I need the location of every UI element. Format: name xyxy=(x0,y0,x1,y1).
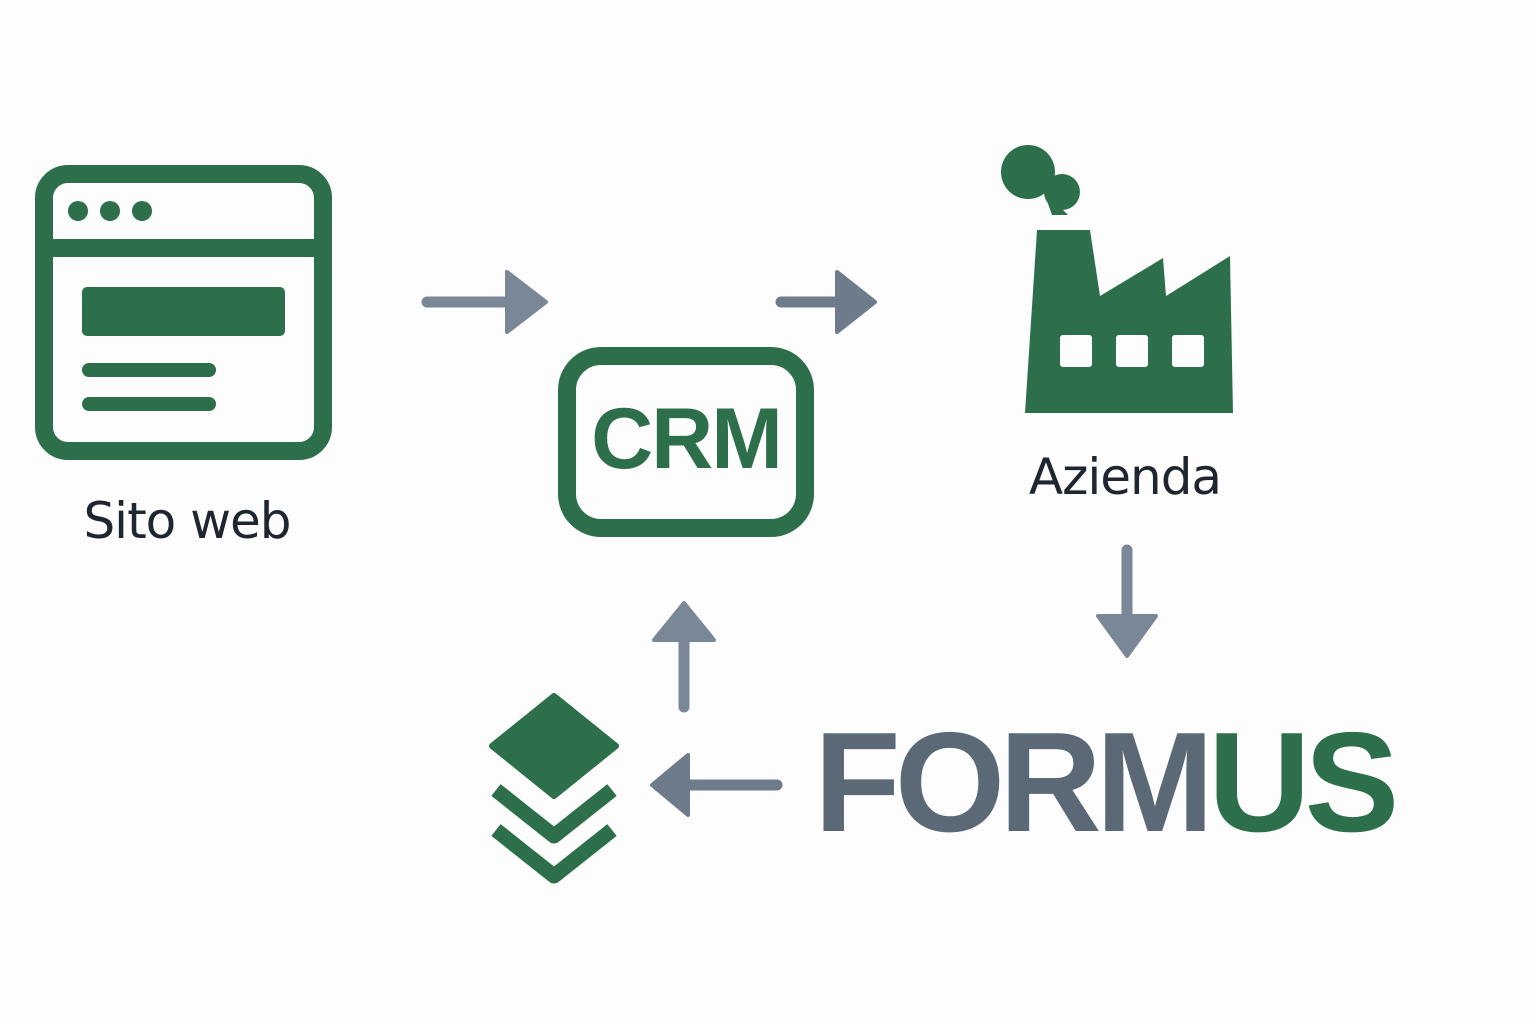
arrow-company-to-formus xyxy=(1096,544,1158,658)
layers-icon xyxy=(489,693,619,884)
factory-icon xyxy=(1001,145,1233,413)
arrow-formus-to-layers xyxy=(650,753,783,817)
formus-logo-part1: FORM xyxy=(814,703,1214,862)
crm-box-icon xyxy=(558,347,814,537)
crm-label: CRM xyxy=(591,391,783,487)
website-label: Sito web xyxy=(83,492,291,550)
arrow-layers-to-crm xyxy=(652,601,716,713)
smoke-icon xyxy=(1001,145,1080,215)
arrow-crm-to-company xyxy=(775,270,877,334)
company-label: Azienda xyxy=(1028,448,1222,506)
formus-logo-part2: US xyxy=(1208,703,1399,862)
formus-logo: FORMUS xyxy=(814,712,1399,854)
arrow-website-to-crm xyxy=(421,270,548,334)
browser-window-icon xyxy=(35,165,332,460)
